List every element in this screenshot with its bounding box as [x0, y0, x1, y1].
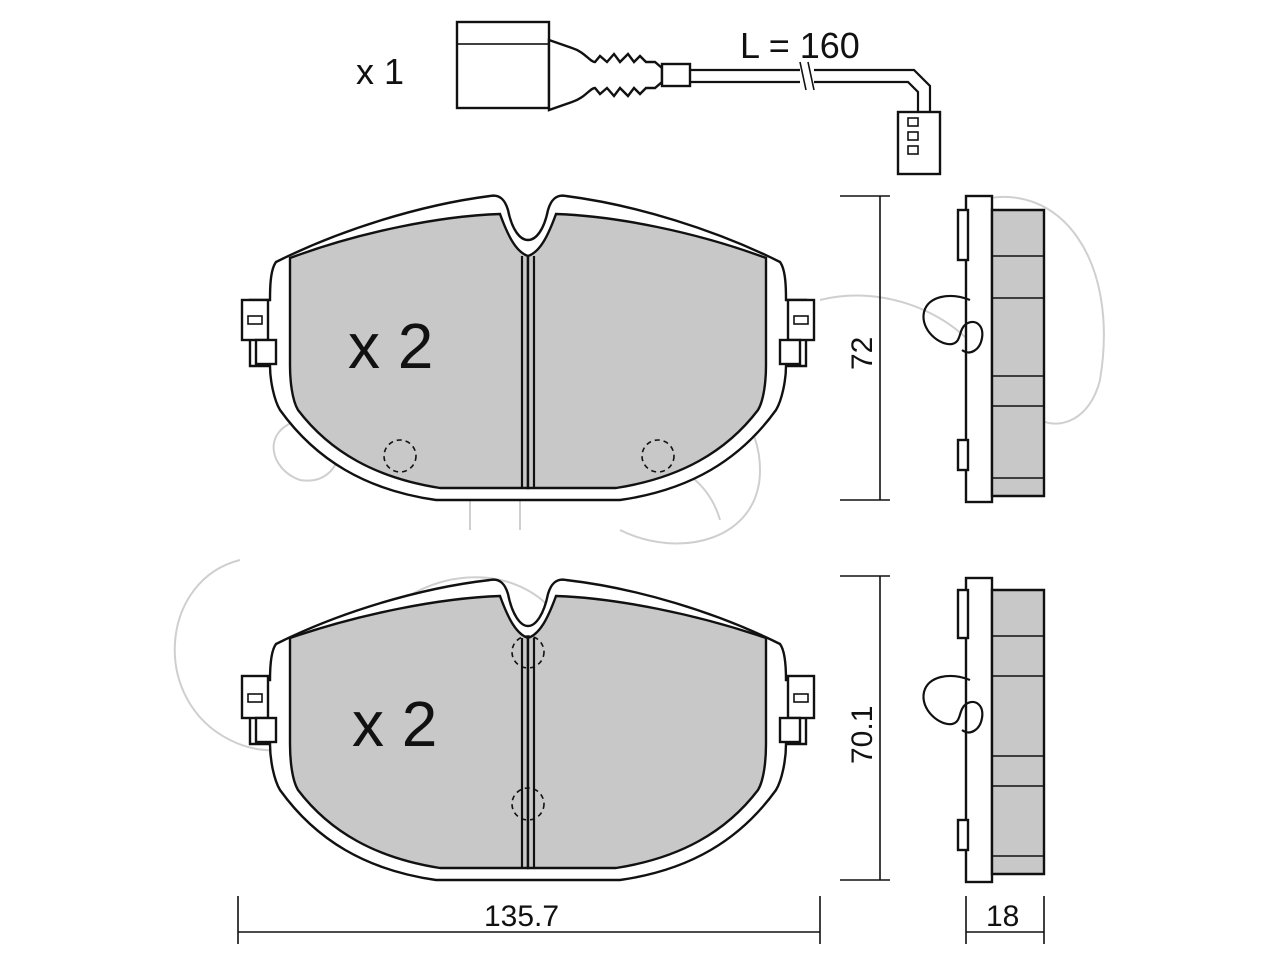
width-label: 135.7 — [484, 900, 559, 933]
top-pad-quantity-label: x 2 — [348, 310, 433, 382]
top-pad-height-label: 72 — [846, 337, 879, 370]
width-dimension — [237, 896, 821, 944]
top-pad-side-view — [922, 194, 1046, 504]
thickness-label: 18 — [986, 900, 1019, 933]
bottom-pad-height-dimension — [840, 575, 890, 881]
top-pad-height-dimension — [840, 195, 890, 501]
wear-sensor — [455, 20, 942, 176]
sensor-cable-length-label: L = 160 — [740, 25, 860, 66]
top-brake-pad — [240, 194, 816, 502]
bottom-pad-side-view — [922, 576, 1046, 884]
thickness-dimension — [965, 896, 1045, 944]
bottom-pad-height-label: 70.1 — [846, 706, 879, 764]
bottom-brake-pad — [240, 578, 816, 882]
sensor-quantity-label: x 1 — [356, 51, 404, 92]
bottom-pad-quantity-label: x 2 — [352, 688, 437, 760]
